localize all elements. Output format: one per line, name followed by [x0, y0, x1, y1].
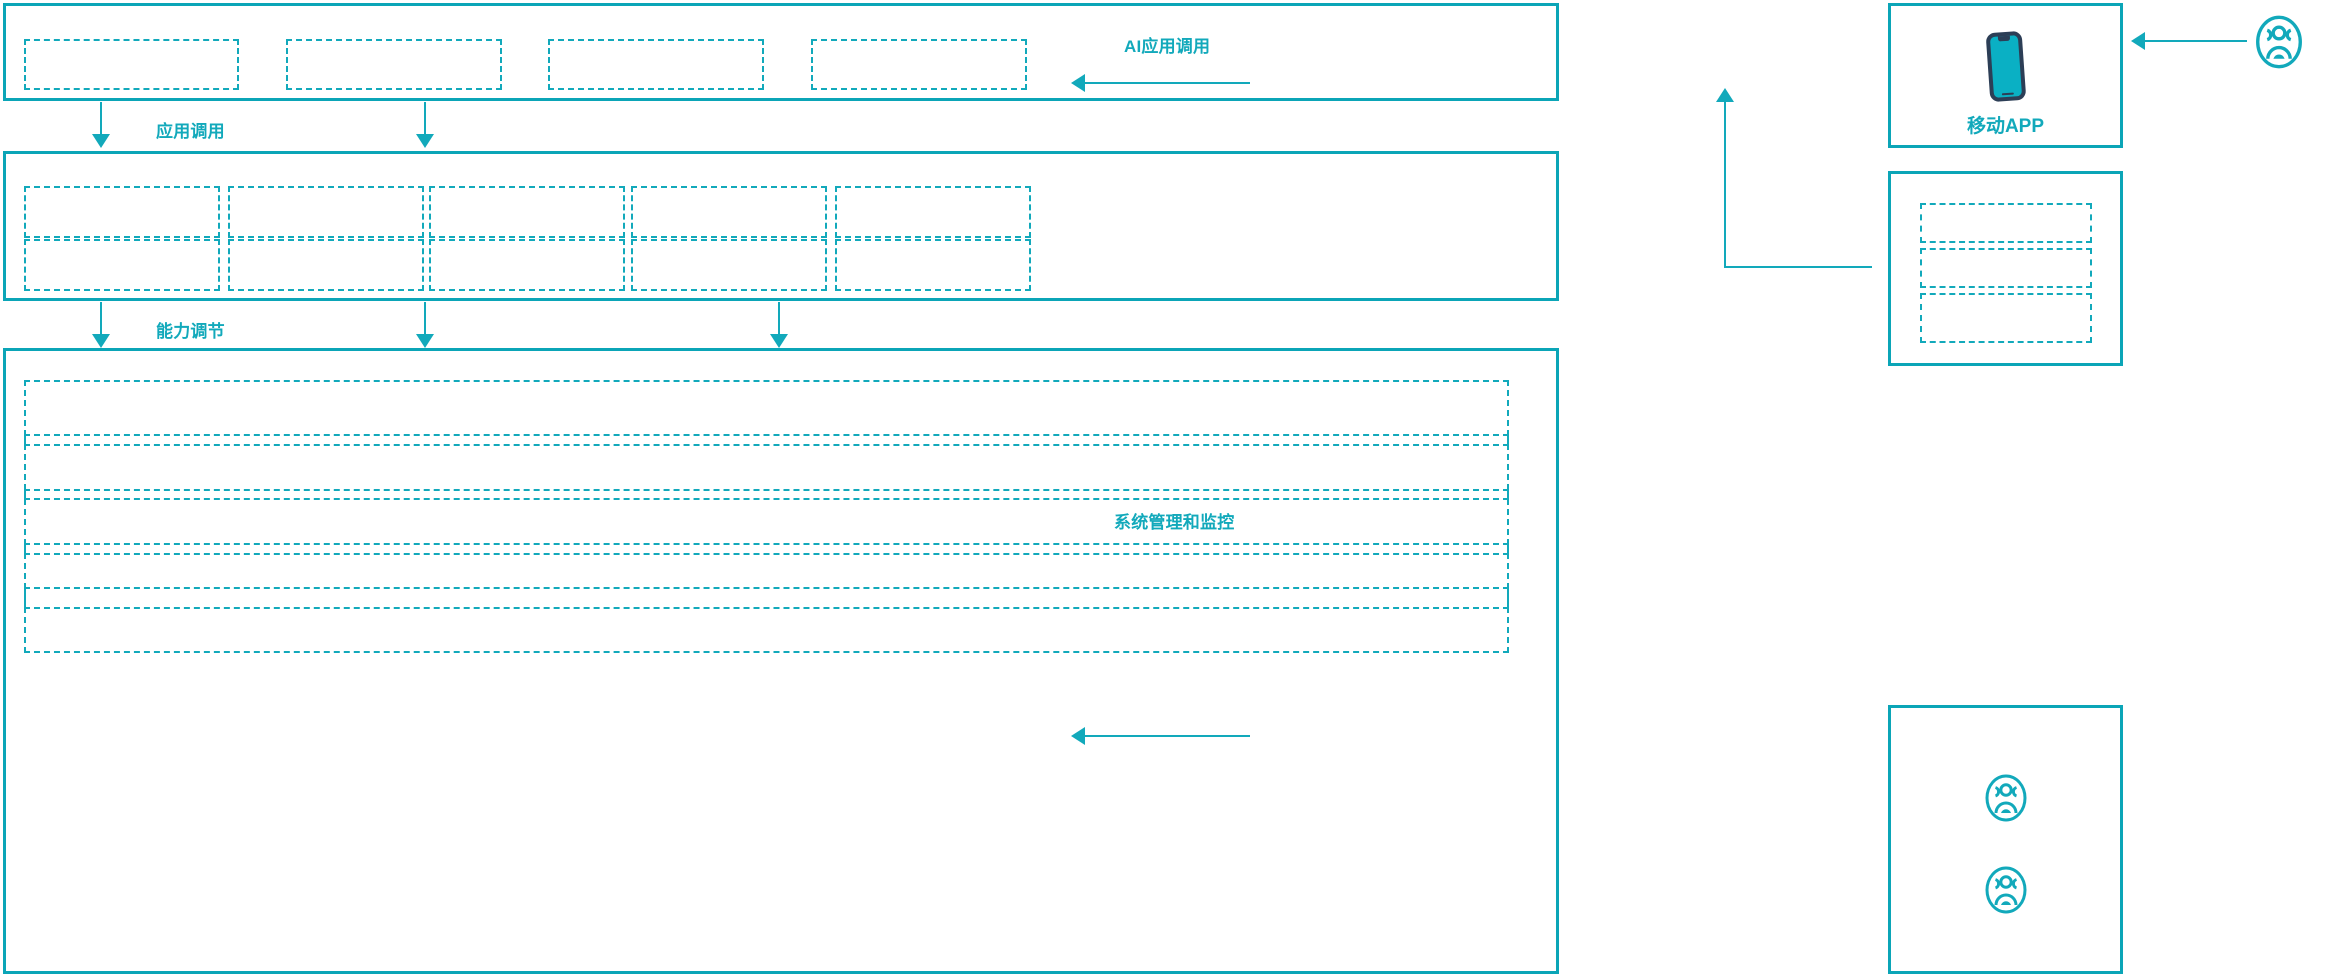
capability-layer-cell[interactable] — [631, 239, 827, 291]
users-group-icon — [1984, 773, 2028, 828]
ai-app-invoke-line-elbow — [1724, 266, 1872, 268]
capability-adjust-label: 能力调节 — [156, 322, 225, 341]
users-panel[interactable] — [1888, 705, 2123, 974]
capability-layer-cell[interactable] — [429, 239, 625, 291]
app-invoke-label: 应用调用 — [156, 122, 225, 141]
capability-adjust-connector-line-1 — [100, 302, 102, 338]
capability-layer-cell[interactable] — [835, 186, 1031, 238]
application-layer — [3, 3, 1559, 101]
app-invoke-connector-line-2 — [424, 102, 426, 138]
application-layer-cell[interactable] — [548, 39, 764, 90]
platform-layer-row[interactable] — [24, 489, 1509, 555]
capability-adjust-connector-line-3 — [778, 302, 780, 338]
application-layer-cell[interactable] — [811, 39, 1027, 90]
capability-adjust-arrow-3 — [770, 334, 788, 348]
system-admin-monitor-line — [1085, 735, 1250, 737]
capability-adjust-arrow-2 — [416, 334, 434, 348]
external-actor-line — [2145, 40, 2247, 42]
system-admin-monitor-arrow — [1071, 727, 1085, 745]
app-invoke-arrow-1 — [92, 134, 110, 148]
ai-app-invoke-arrow-left — [1071, 74, 1085, 92]
users-group-icon — [2254, 14, 2304, 75]
capability-layer — [3, 151, 1559, 301]
secondary-panel-cell[interactable] — [1920, 248, 2092, 288]
application-layer-cell[interactable] — [286, 39, 502, 90]
capability-adjust-arrow-1 — [92, 334, 110, 348]
platform-layer-row[interactable] — [24, 587, 1509, 653]
platform-layer-row[interactable] — [24, 434, 1509, 500]
app-invoke-arrow-2 — [416, 134, 434, 148]
capability-layer-cell[interactable] — [228, 186, 424, 238]
capability-layer-cell[interactable] — [429, 186, 625, 238]
mobile-app-panel[interactable]: 移动APP — [1888, 3, 2123, 148]
secondary-panel-cell[interactable] — [1920, 203, 2092, 243]
system-admin-monitor-label: 系统管理和监控 — [1114, 513, 1235, 532]
capability-layer-cell[interactable] — [24, 239, 220, 291]
ai-app-invoke-line-vertical — [1724, 102, 1726, 267]
secondary-panel-cell[interactable] — [1920, 293, 2092, 343]
platform-layer-row[interactable] — [24, 380, 1509, 446]
ai-app-invoke-arrow-up — [1716, 88, 1734, 102]
platform-layer-row[interactable] — [24, 543, 1509, 609]
app-invoke-connector-line-1 — [100, 102, 102, 138]
ai-app-invoke-label: AI应用调用 — [1124, 37, 1211, 56]
capability-adjust-connector-line-2 — [424, 302, 426, 338]
users-group-icon — [1984, 865, 2028, 920]
capability-layer-cell[interactable] — [835, 239, 1031, 291]
platform-layer — [3, 348, 1559, 974]
capability-layer-cell[interactable] — [631, 186, 827, 238]
application-layer-cell[interactable] — [24, 39, 239, 90]
smartphone-icon — [1983, 30, 2029, 109]
capability-layer-cell[interactable] — [24, 186, 220, 238]
ai-app-invoke-line-horizontal — [1085, 82, 1250, 84]
external-actor-arrow — [2131, 32, 2145, 50]
capability-layer-cell[interactable] — [228, 239, 424, 291]
mobile-app-panel-title: 移动APP — [1966, 116, 2045, 137]
